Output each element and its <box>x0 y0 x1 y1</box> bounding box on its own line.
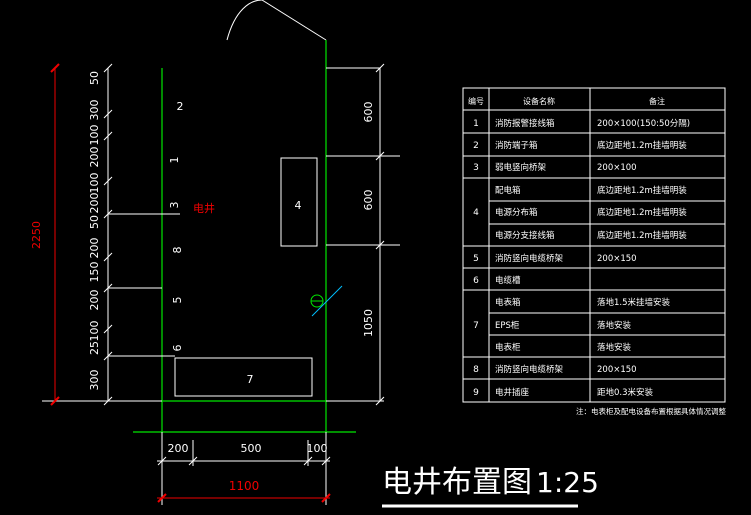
right-dim-label: 1050 <box>362 309 375 337</box>
table-header: 备注 <box>649 96 665 106</box>
room-outline <box>133 40 356 433</box>
bottom-dim-label: 500 <box>241 442 262 455</box>
table-cell-name: 电源分布箱 <box>495 207 538 218</box>
table-cell-no: 6 <box>473 276 479 286</box>
table-cell-note: 200×150 <box>597 254 637 264</box>
left-dim-chain <box>103 63 113 406</box>
equipment-label: 5 <box>171 297 184 304</box>
left-total-label: 2250 <box>30 221 43 249</box>
table-cell-name: 弱电竖向桥架 <box>495 162 547 173</box>
equipment-label: 4 <box>295 199 302 212</box>
left-dim-label: 100 <box>88 321 101 342</box>
table-cell-name: 消防端子箱 <box>495 140 538 151</box>
text-layer: 5030010020010020050200150200100253002250… <box>30 71 726 500</box>
table-header: 编号 <box>468 96 484 106</box>
table-cell-note: 落地安装 <box>597 320 632 331</box>
table-cell-no: 9 <box>473 388 479 398</box>
table-cell-no: 5 <box>473 254 479 264</box>
table-cell-note: 底边距地1.2m挂墙明装 <box>597 185 687 196</box>
interior-lines <box>108 67 400 357</box>
table-cell-name: 电表柜 <box>495 342 521 353</box>
right-dim-label: 600 <box>362 102 375 123</box>
bottom-total-label: 1100 <box>229 479 260 493</box>
table-cell-no: 1 <box>473 119 479 129</box>
table-grid <box>462 87 726 403</box>
table-cell-name: 电缆槽 <box>495 275 521 286</box>
left-dim-label: 300 <box>88 370 101 391</box>
left-dim-label: 50 <box>88 71 101 85</box>
arc-line <box>226 0 263 41</box>
diagonal-line <box>261 0 327 41</box>
drawing-scale: 1:25 <box>536 466 599 499</box>
table-cell-no: 8 <box>473 365 479 375</box>
left-dim-label: 150 <box>88 262 101 283</box>
bottom-dim-label: 200 <box>168 442 189 455</box>
table-cell-note: 距地0.3米安装 <box>597 387 654 398</box>
right-dim-chain <box>326 63 385 406</box>
equipment-label: 1 <box>168 157 181 164</box>
bottom-dim-chain <box>157 432 331 466</box>
equipment-box-7 <box>174 357 313 397</box>
table-cell-note: 200×150 <box>597 365 637 375</box>
table-cell-note: 200×100 <box>597 163 637 173</box>
table-cell-name: EPS柜 <box>495 320 520 331</box>
table-cell-name: 电源分支接线箱 <box>495 230 555 241</box>
right-dim-label: 600 <box>362 190 375 211</box>
equipment-label: 6 <box>171 345 184 352</box>
table-cell-no: 2 <box>473 141 479 151</box>
left-dim-label: 200 <box>88 147 101 168</box>
left-dim-label: 200 <box>88 238 101 259</box>
table-cell-note: 200×100(150:50分隔) <box>597 119 690 129</box>
equipment-box-4 <box>280 157 318 247</box>
table-cell-no: 4 <box>473 208 479 218</box>
table-header: 设备名称 <box>523 96 555 106</box>
table-cell-note: 底边距地1.2m挂墙明装 <box>597 230 687 241</box>
left-dim-label: 200 <box>88 193 101 214</box>
table-cell-name: 电表箱 <box>495 297 521 308</box>
drawing-title: 电井布置图 <box>382 465 532 500</box>
table-cell-name: 电井插座 <box>495 387 530 398</box>
table-cell-no: 3 <box>473 163 479 173</box>
table-cell-name: 消防竖向电缆桥架 <box>495 364 564 375</box>
table-cell-name: 消防报警接线箱 <box>495 118 555 129</box>
table-cell-note: 落地安装 <box>597 342 632 353</box>
left-dim-label: 100 <box>88 173 101 194</box>
equipment-label: 7 <box>247 373 254 386</box>
table-cell-note: 底边距地1.2m挂墙明装 <box>597 207 687 218</box>
table-cell-note: 底边距地1.2m挂墙明装 <box>597 140 687 151</box>
left-dim-label: 200 <box>88 290 101 311</box>
left-dim-label: 100 <box>88 125 101 146</box>
table-cell-name: 消防竖向电缆桥架 <box>495 253 564 264</box>
table-footnote: 注：电表柜及配电设备布置根据具体情况调整 <box>576 406 726 416</box>
table-cell-no: 7 <box>473 321 479 331</box>
bottom-dim-label: 100 <box>307 442 328 455</box>
equipment-label: 2 <box>177 100 184 113</box>
left-dim-label: 25 <box>88 341 101 355</box>
equipment-label: 8 <box>171 247 184 254</box>
table-cell-note: 落地1.5米挂墙安装 <box>597 297 671 308</box>
table-cell-name: 配电箱 <box>495 185 521 196</box>
socket-symbol <box>310 285 343 317</box>
left-dim-label: 300 <box>88 100 101 121</box>
equipment-label: 3 <box>168 202 181 209</box>
room-label: 电井 <box>193 201 215 215</box>
left-dim-label: 50 <box>88 215 101 229</box>
